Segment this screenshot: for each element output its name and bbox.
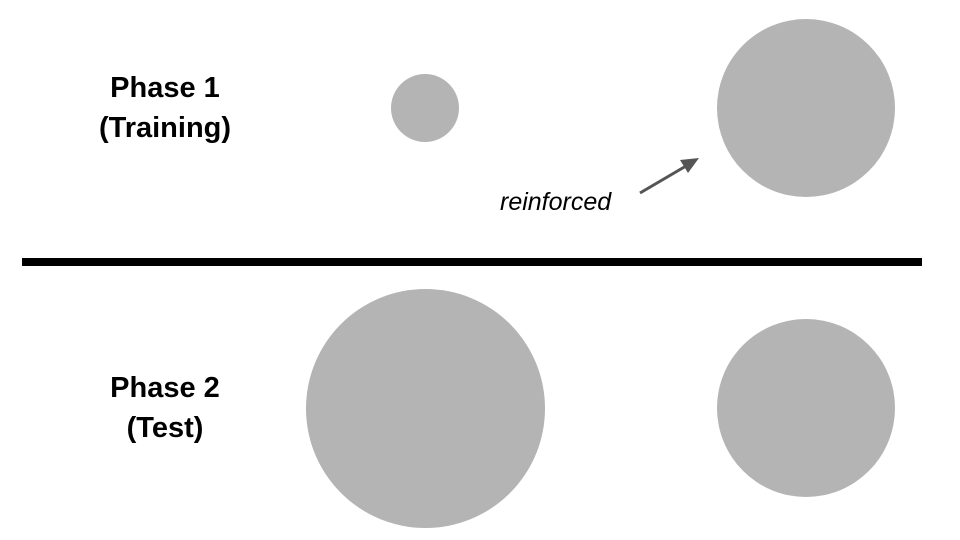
test-large-circle [306, 289, 545, 528]
test-medium-circle [717, 319, 895, 497]
phase-1-title: Phase 1 [110, 72, 220, 104]
phase-divider [22, 258, 922, 266]
reinforced-label: reinforced [500, 188, 612, 216]
phase-1-label: Phase 1 (Training) [65, 68, 265, 148]
phase-1-subtitle: (Training) [98, 112, 232, 144]
training-small-circle [391, 74, 459, 142]
phase-2-title: Phase 2 [110, 372, 220, 404]
arrow-shaft [639, 164, 687, 195]
training-large-circle [717, 19, 895, 197]
arrow-head [680, 158, 699, 173]
phase-2-subtitle: (Test) [126, 412, 204, 444]
phase-2-label: Phase 2 (Test) [65, 368, 265, 448]
